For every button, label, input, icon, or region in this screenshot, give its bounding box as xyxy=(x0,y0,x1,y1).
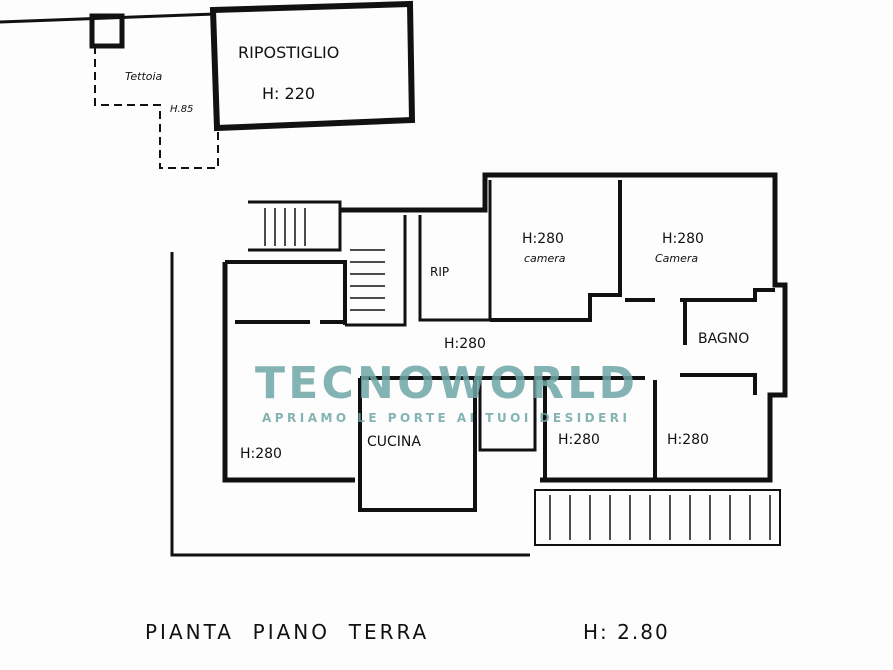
storage-label: RIPOSTIGLIO xyxy=(238,43,339,62)
canopy-height: H.85 xyxy=(170,104,193,115)
bathroom-label: BAGNO xyxy=(698,331,749,347)
kitchen-label: CUCINA xyxy=(367,434,421,450)
canopy-label: Tettoia xyxy=(125,70,163,83)
hall-height: H:280 xyxy=(444,336,486,352)
caption-title: PIANTA PIANO TERRA xyxy=(145,620,429,644)
room3-height: H:280 xyxy=(558,432,600,448)
watermark-slogan: APRIAMO LE PORTE AI TUOI DESIDERI xyxy=(262,411,627,425)
bedroom1-height: H:280 xyxy=(522,231,564,247)
bedroom2-height: H:280 xyxy=(662,231,704,247)
outbuilding-walls xyxy=(0,0,416,169)
storage-height: H: 220 xyxy=(262,84,315,103)
room4-height: H:280 xyxy=(667,432,709,448)
house-walls xyxy=(170,172,788,557)
closet-label: RIP xyxy=(430,265,449,279)
watermark-brand: TECNOWORLD xyxy=(255,358,635,409)
caption-height: H: 2.80 xyxy=(583,620,670,644)
stairs xyxy=(264,208,771,540)
living-height: H:280 xyxy=(240,446,282,462)
bedroom2-label: Camera xyxy=(655,252,698,265)
bedroom1-label: camera xyxy=(524,252,566,265)
